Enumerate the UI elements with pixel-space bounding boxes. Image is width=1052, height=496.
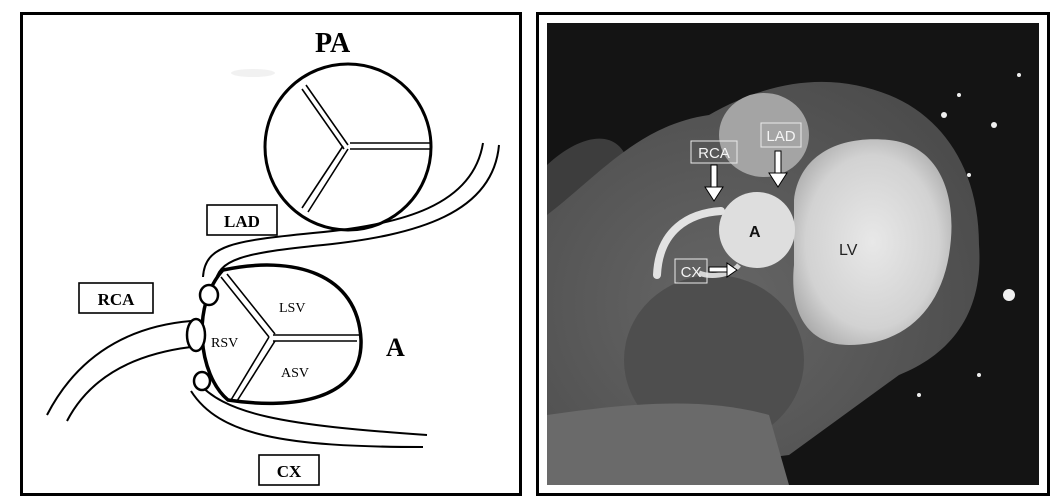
asv-label: ASV: [281, 366, 309, 381]
smudge: [231, 69, 275, 77]
ct-aorta-label: A: [749, 224, 761, 241]
lad-label: LAD: [224, 212, 260, 231]
pa-label: PA: [315, 28, 351, 59]
ct-image: RCA LAD CX A LV: [539, 15, 1047, 493]
rca-vessel: [47, 321, 191, 421]
schematic-drawing: PA A LSV RSV ASV LAD RCA CX: [23, 15, 519, 493]
lsv-label: LSV: [279, 301, 305, 316]
ct-panel: RCA LAD CX A LV: [536, 12, 1050, 496]
aorta-label: A: [386, 333, 405, 362]
lad-ostium: [200, 285, 218, 305]
rca-ostium: [187, 319, 205, 351]
ct-cx-label: CX: [681, 264, 702, 281]
cx-label: CX: [277, 462, 302, 481]
rca-label: RCA: [98, 290, 136, 309]
cx-box: CX: [259, 455, 319, 485]
aortic-valve: [202, 265, 361, 403]
schematic-panel: PA A LSV RSV ASV LAD RCA CX: [20, 12, 522, 496]
ct-lv-label: LV: [839, 242, 858, 259]
rca-box: RCA: [79, 283, 153, 313]
ct-lower-tissue: [547, 403, 789, 485]
pulmonary-valve: [265, 64, 431, 230]
cx-ostium: [194, 372, 210, 390]
ct-rca-label: RCA: [698, 145, 730, 162]
lad-box: LAD: [207, 205, 277, 235]
rsv-label: RSV: [211, 336, 238, 351]
ct-lad-label: LAD: [766, 128, 795, 145]
